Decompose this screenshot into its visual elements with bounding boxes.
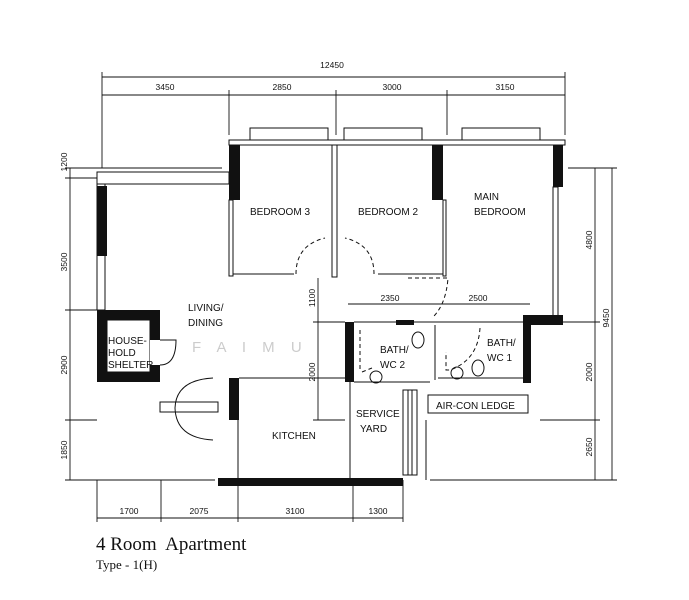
dim-bottom-3: 3100 xyxy=(286,506,305,516)
plan-subtitle: Type - 1(H) xyxy=(96,557,157,572)
dim-bath-1: 2350 xyxy=(381,293,400,303)
dim-bottom-4: 1300 xyxy=(369,506,388,516)
dim-right-3: 2650 xyxy=(584,437,594,456)
room-service-yard-line1: SERVICE xyxy=(356,409,400,420)
dim-left-4: 1850 xyxy=(59,440,69,459)
room-bath-wc2-line2: WC 2 xyxy=(380,360,405,371)
dim-left-2: 3500 xyxy=(59,252,69,271)
room-aircon-ledge: AIR-CON LEDGE xyxy=(436,401,515,412)
plan-title: 4 Room Apartment xyxy=(96,534,247,555)
room-service-yard-line2: YARD xyxy=(360,424,387,435)
dim-top-2: 2850 xyxy=(273,82,292,92)
dim-overall-width: 12450 xyxy=(320,60,344,70)
dim-top-1: 3450 xyxy=(156,82,175,92)
dim-left-3: 2900 xyxy=(59,355,69,374)
walls xyxy=(96,127,566,486)
room-bath-wc2-line1: BATH/ xyxy=(380,345,409,356)
room-living-line1: LIVING/ xyxy=(188,303,224,314)
room-main-bedroom-line1: MAIN xyxy=(474,192,499,203)
dim-top-3: 3000 xyxy=(383,82,402,92)
room-shelter-line2: HOLD xyxy=(108,348,136,359)
room-living-line2: DINING xyxy=(188,318,223,329)
dim-right-1: 4800 xyxy=(584,230,594,249)
room-bath-wc1-line2: WC 1 xyxy=(487,353,512,364)
dim-left-1: 1200 xyxy=(59,152,69,171)
watermark: F A I M U xyxy=(192,339,308,356)
dimension-lines xyxy=(65,72,617,522)
dim-bath-2: 2500 xyxy=(469,293,488,303)
room-labels: BEDROOM 3 BEDROOM 2 MAIN BEDROOM LIVING/… xyxy=(108,192,526,442)
dimension-labels: 12450 3450 2850 3000 3150 1700 2075 3100… xyxy=(59,60,611,516)
dim-overall-depth: 9450 xyxy=(601,308,611,327)
room-shelter-line1: HOUSE- xyxy=(108,336,147,347)
room-main-bedroom-line2: BEDROOM xyxy=(474,207,526,218)
dim-inner-2: 2000 xyxy=(307,362,317,381)
room-bedroom-3: BEDROOM 3 xyxy=(250,207,310,218)
room-shelter-line3: SHELTER xyxy=(108,360,153,371)
dim-inner-1: 1100 xyxy=(307,289,317,308)
dim-top-4: 3150 xyxy=(496,82,515,92)
dim-bottom-1: 1700 xyxy=(120,506,139,516)
dim-bottom-2: 2075 xyxy=(190,506,209,516)
room-bedroom-2: BEDROOM 2 xyxy=(358,207,418,218)
room-kitchen: KITCHEN xyxy=(272,431,316,442)
dim-right-2: 2000 xyxy=(584,362,594,381)
room-bath-wc1-line1: BATH/ xyxy=(487,338,516,349)
